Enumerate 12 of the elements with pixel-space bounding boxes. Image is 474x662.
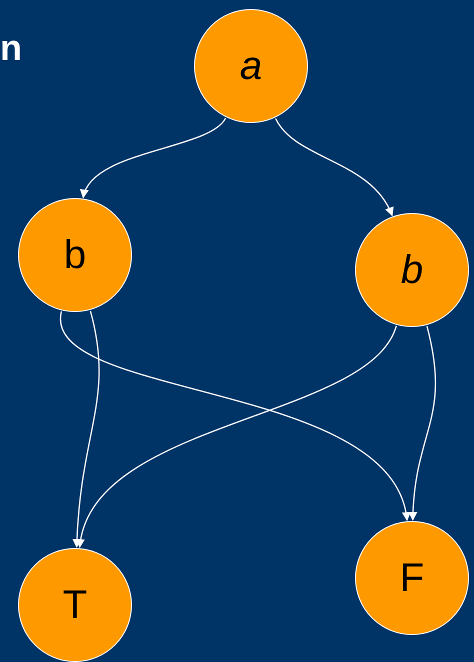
arrow [82,118,226,198]
node-label: b [64,235,86,275]
node-label: b [400,250,424,290]
node-label: a [240,46,262,86]
node-label: T [62,585,88,625]
arrow [77,326,397,548]
arrow [408,326,436,521]
title-fragment: n [0,30,22,66]
node-label: F [400,558,424,598]
arrow [60,311,409,522]
arrow [72,310,100,548]
arrow [275,118,393,216]
